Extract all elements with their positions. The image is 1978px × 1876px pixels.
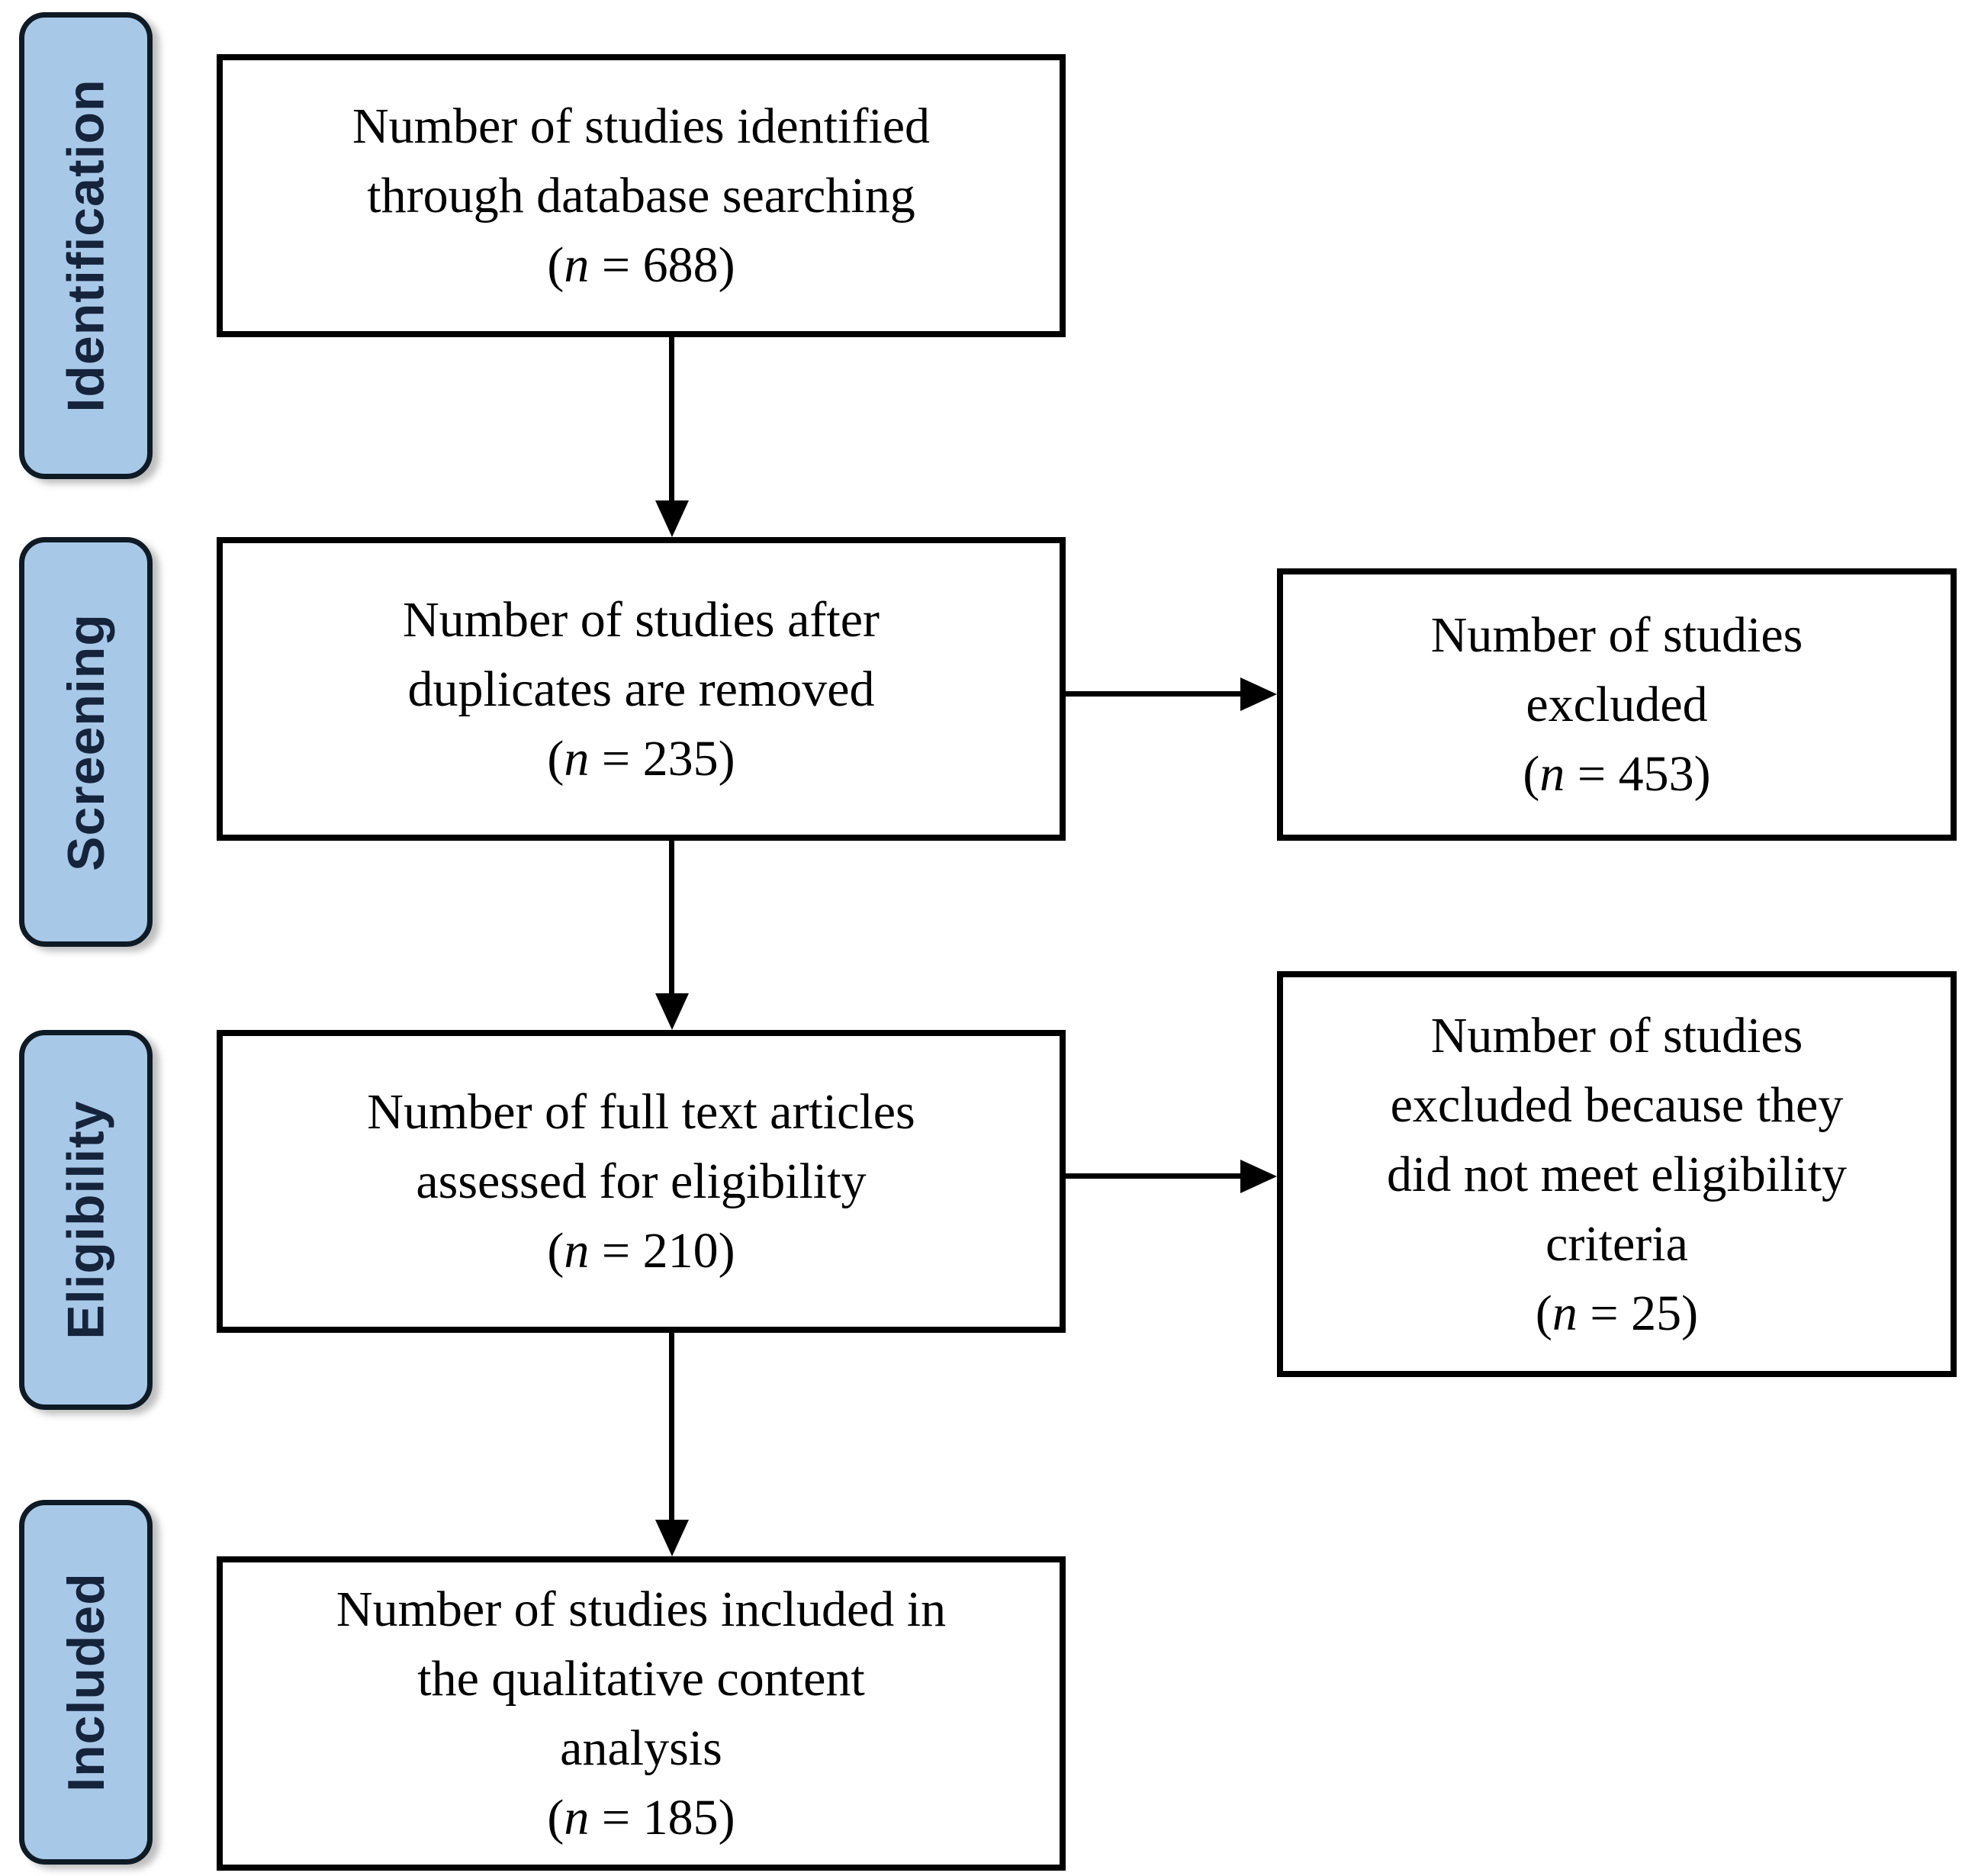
box-text-line: the qualitative content [417,1651,865,1707]
n-var: n [564,730,590,787]
box-text-line: Number of studies after [403,591,880,648]
paren-open: ( [547,1790,564,1845]
box-text-line: Number of studies identified [352,98,930,154]
stage-label-eligibility: Eligibility [19,1030,153,1410]
box-excluded-eligibility: Number of studies excluded because they … [1277,971,1957,1377]
n-value: 688 [642,237,719,293]
box-text-line: assessed for eligibility [416,1154,867,1209]
paren-open: ( [547,1223,564,1279]
box-fulltext-assessed: Number of full text articles assessed fo… [217,1030,1066,1333]
paren-open: ( [547,730,564,787]
equals: = [589,730,643,787]
n-value: 185 [642,1790,719,1845]
paren-close: ) [718,237,735,293]
n-var: n [564,237,590,293]
box-studies-excluded: Number of studies excluded (n = 453) [1277,568,1957,841]
box-studies-identified: Number of studies identified through dat… [217,54,1066,337]
equals: = [589,1790,643,1845]
box-text-line: Number of studies included in [336,1582,947,1637]
box-text-line: did not meet eligibility [1386,1146,1848,1202]
n-var: n [564,1790,590,1845]
n-value: 25 [1631,1285,1682,1341]
equals: = [589,1223,643,1279]
arrow-down-line-3 [669,1333,674,1523]
count-line: (n = 210) [238,1216,1044,1286]
paren-close: ) [718,730,735,787]
arrowhead-down-icon [655,993,689,1030]
box-text-line: excluded [1526,677,1708,732]
count-line: (n = 235) [238,724,1044,793]
arrow-down-line-2 [669,841,674,996]
equals: = [1565,746,1619,802]
arrow-down-line-1 [669,336,674,504]
count-line: (n = 688) [238,230,1044,300]
stage-label-text: Screening [56,613,115,871]
stage-label-screening: Screening [19,537,153,947]
paren-close: ) [1693,746,1711,802]
n-var: n [1539,746,1565,802]
stage-label-identification: Identification [19,12,153,479]
box-studies-included: Number of studies included in the qualit… [217,1556,1066,1871]
box-text-line: excluded because they [1390,1076,1844,1133]
stage-label-included: Included [19,1500,153,1865]
arrowhead-right-icon [1240,677,1277,711]
count-line: (n = 453) [1298,739,1935,809]
stage-label-text: Eligibility [56,1100,115,1340]
arrow-right-line-1 [1066,691,1243,697]
paren-close: ) [1681,1285,1699,1341]
n-value: 210 [642,1223,719,1279]
equals: = [589,237,643,293]
box-text-line: through database searching [367,168,915,224]
paren-close: ) [718,1223,735,1279]
box-text-line: duplicates are removed [407,661,875,717]
stage-label-text: Included [56,1572,115,1792]
n-var: n [564,1223,590,1279]
box-text-line: Number of studies [1430,607,1803,663]
stage-label-text: Identification [56,79,115,413]
count-line: (n = 185) [238,1783,1044,1852]
box-text-line: Number of full text articles [367,1084,915,1140]
arrowhead-down-icon [655,500,689,537]
arrowhead-right-icon [1240,1160,1277,1193]
box-text-line: analysis [560,1720,722,1776]
n-var: n [1552,1285,1578,1341]
paren-open: ( [547,237,564,293]
arrowhead-down-icon [655,1520,689,1556]
box-duplicates-removed: Number of studies after duplicates are r… [217,537,1066,841]
count-line: (n = 25) [1298,1279,1935,1348]
paren-close: ) [718,1790,735,1845]
paren-open: ( [1535,1285,1552,1341]
arrow-right-line-2 [1066,1173,1243,1179]
box-text-line: Number of studies [1430,1007,1803,1063]
n-value: 453 [1618,746,1694,802]
n-value: 235 [642,730,719,787]
paren-open: ( [1523,746,1540,802]
box-text-line: criteria [1545,1215,1688,1272]
equals: = [1577,1285,1632,1341]
